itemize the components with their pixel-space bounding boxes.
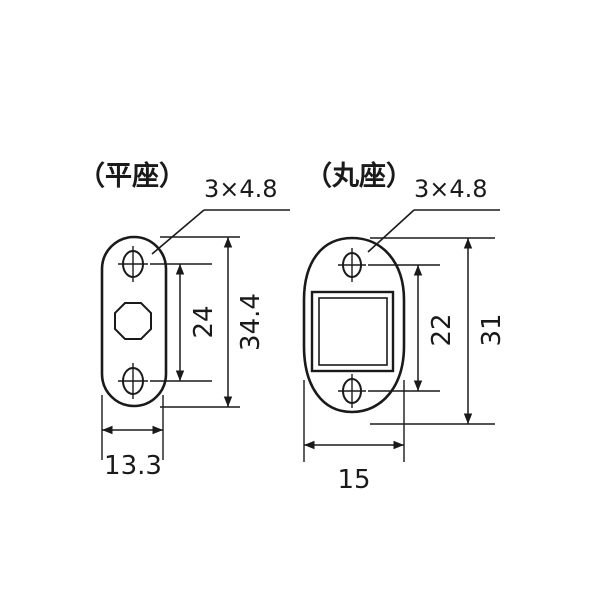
right-top-hole [338, 248, 366, 282]
right-dim-width-label: 15 [337, 465, 370, 495]
left-dim-hole-pitch-label: 24 [189, 305, 219, 338]
right-part: （丸座） 3×4.8 [302, 160, 507, 495]
left-part-title: （平座） [78, 160, 186, 192]
left-hole-spec-label: 3×4.8 [204, 175, 278, 203]
right-center-square [310, 290, 395, 373]
right-part-title: （丸座） [305, 160, 413, 192]
right-hole-spec-label: 3×4.8 [414, 175, 488, 203]
right-hole-leader [367, 209, 500, 253]
right-dim-hole-pitch-label: 22 [427, 313, 457, 346]
left-dim-width-label: 13.3 [104, 451, 162, 481]
right-part-outline [302, 236, 406, 414]
right-dim-height-label: 31 [477, 313, 507, 346]
left-center-hole [114, 302, 152, 340]
left-part: （平座） 3×4.8 [78, 160, 290, 481]
left-bottom-hole [118, 363, 148, 399]
left-hole-leader [151, 209, 290, 255]
left-top-hole [118, 246, 148, 282]
right-bottom-hole [338, 374, 366, 408]
left-part-outline [100, 235, 168, 408]
left-dim-height-label: 34.4 [236, 293, 266, 351]
